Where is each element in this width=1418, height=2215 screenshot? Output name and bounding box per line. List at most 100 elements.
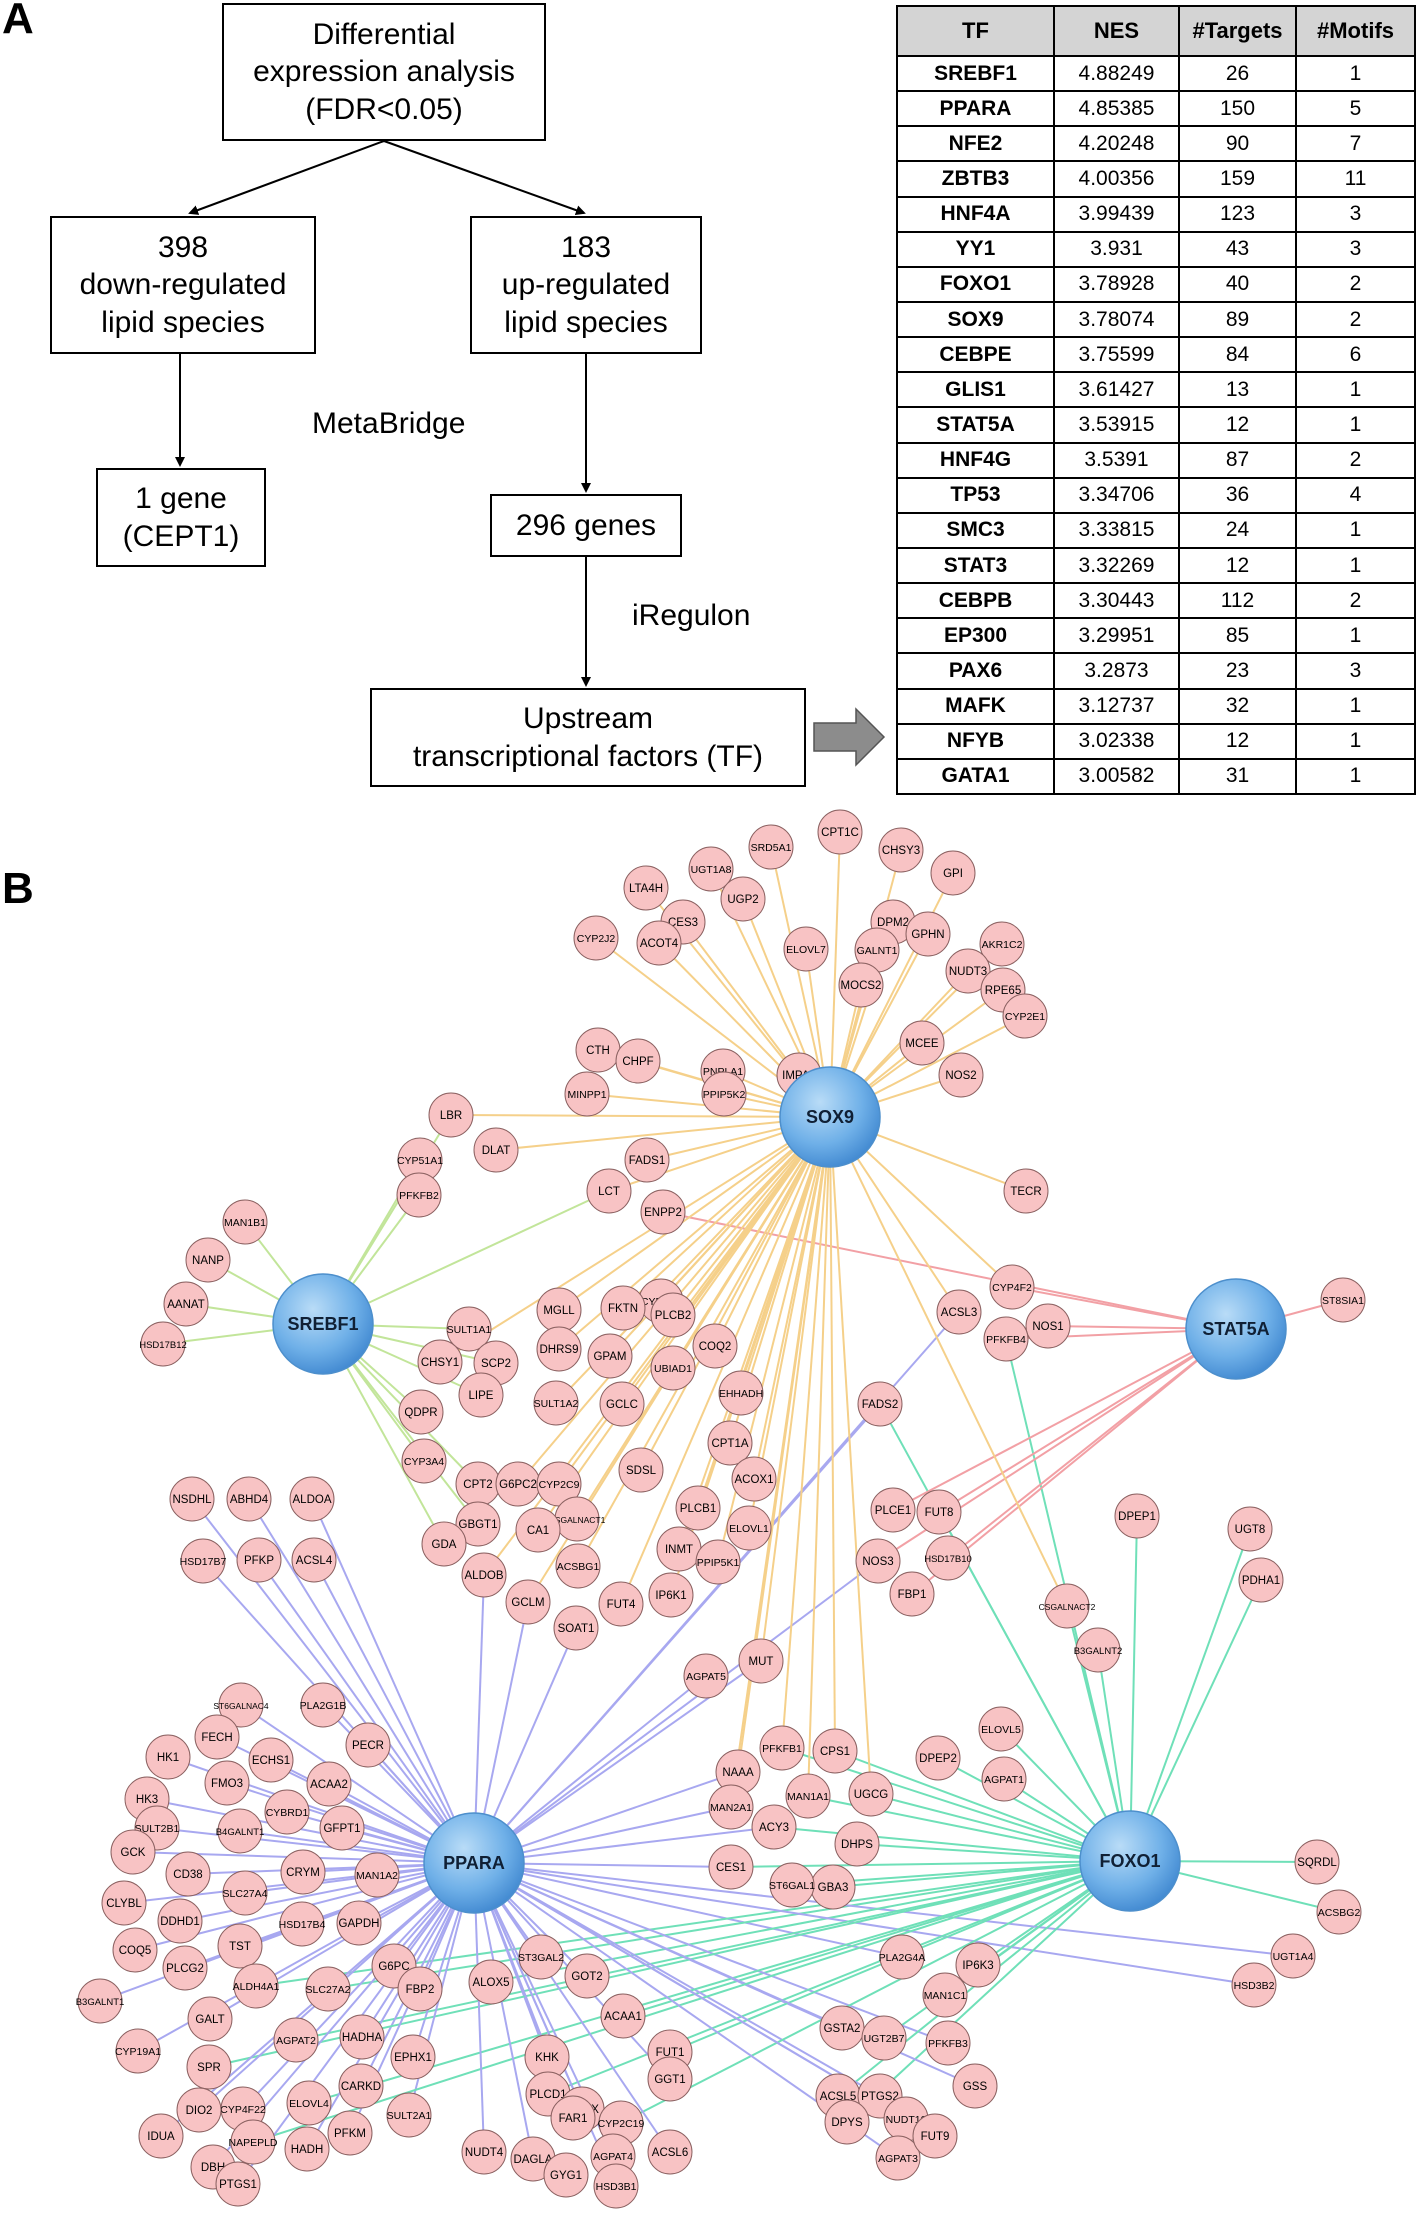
nes-cell: 3.53915: [1053, 406, 1180, 444]
de-line-3: (FDR<0.05): [305, 92, 463, 126]
gene-label: DLAT: [482, 1145, 511, 1157]
hub-label: SOX9: [806, 1107, 854, 1127]
gene-label: ALDH4A1: [233, 1981, 280, 1993]
targets-cell: 89: [1178, 300, 1297, 339]
gene-label: GYG1: [550, 2170, 582, 2182]
hub-srebf1: SREBF1: [272, 1273, 374, 1375]
gene-node: HSD17B7: [180, 1538, 227, 1584]
gene-node: CYBRD1: [264, 1789, 310, 1835]
hub-label: FOXO1: [1099, 1851, 1160, 1871]
gene-node: MAN1C1: [922, 1972, 968, 2018]
gene-node: UGCG: [848, 1771, 894, 1817]
gene-node: PFKP: [236, 1537, 282, 1583]
gene-node: FKTN: [600, 1285, 646, 1331]
gene-node: EPHX1: [390, 2034, 436, 2080]
gene-node: EHHADH: [718, 1370, 764, 1416]
gene-node: PFKM: [327, 2110, 373, 2156]
gene-node: ABHD4: [226, 1476, 272, 1522]
tf-name-cell: SMC3: [896, 511, 1055, 549]
gene-node: NAAA: [715, 1749, 761, 1795]
gene-label: NOS2: [945, 1070, 976, 1082]
gene-node: DHRS9: [536, 1326, 582, 1372]
gene-label: TECR: [1010, 1186, 1041, 1198]
gene-label: FMO3: [211, 1778, 243, 1790]
edge-foxo1-acy3: [773, 1826, 1131, 1862]
tf-name-cell: STAT3: [896, 546, 1055, 585]
gene-label: MAN1B1: [224, 1217, 266, 1229]
gene-label: GBA3: [818, 1882, 849, 1894]
gene-node: ST3GAL2: [518, 1934, 564, 1980]
tf-name-cell: EP300: [896, 617, 1055, 655]
gene-label: ENPP2: [644, 1207, 682, 1219]
upstream-tf-box: Upstream transcriptional factors (TF): [370, 688, 806, 787]
gene-node: ENPP2: [640, 1189, 686, 1235]
targets-cell: 90: [1178, 125, 1297, 163]
gene-node: CES1: [708, 1844, 754, 1890]
hub-stat5a: STAT5A: [1185, 1278, 1287, 1380]
gene-node: UGT2B7: [861, 2015, 907, 2061]
gene-label: CHSY1: [421, 1357, 459, 1369]
gene-node: GBA3: [810, 1864, 856, 1910]
gene-node: PLCE1: [870, 1487, 916, 1533]
gene-node: GOT2: [564, 1953, 610, 1999]
gene-label: CYP2E1: [1005, 1011, 1045, 1023]
motifs-cell: 11: [1295, 160, 1416, 198]
gene-label: SULT1A2: [534, 1398, 579, 1410]
gene-label: MAN1A1: [787, 1791, 829, 1803]
edge-ppara-acsl6: [473, 1862, 671, 2153]
edge-sox9-chsy1: [439, 1116, 831, 1363]
gene-label: ELOVL4: [289, 2098, 329, 2110]
gene-label: NSDHL: [173, 1494, 213, 1506]
gene-label: B3GALNT2: [1074, 1646, 1123, 1657]
gene-label: GPI: [943, 868, 963, 880]
gene-node: PFKFB4: [983, 1316, 1029, 1362]
gene-label: PLCD1: [529, 2089, 566, 2101]
gene-node: AGPAT5: [683, 1653, 729, 1699]
gene-node: DDHD1: [157, 1898, 203, 1944]
gene-node: MOCS2: [838, 962, 884, 1008]
tf-name-cell: ZBTB3: [896, 160, 1055, 198]
gene-node: TST: [217, 1923, 263, 1969]
gene-label: FADS1: [629, 1155, 665, 1167]
nes-cell: 3.2873: [1053, 652, 1180, 690]
gene-label: CHSY3: [882, 845, 920, 857]
gene-label: CA1: [527, 1525, 549, 1537]
gene-node: CYP2J2: [573, 915, 619, 961]
genes-296-label: 296 genes: [515, 508, 657, 542]
gene-node: AGPAT3: [875, 2135, 921, 2181]
gene-node: CRYM: [280, 1849, 326, 1895]
gene-node: DHPS: [834, 1821, 880, 1867]
flow-arrows: [175, 140, 886, 767]
gene-node: ALOX5: [468, 1959, 514, 2005]
edge-sox9-ugcg: [829, 1116, 872, 1795]
gene-node: SPR: [186, 2044, 232, 2090]
gene-label: DHPS: [841, 1839, 873, 1851]
gene-label: CPS1: [820, 1746, 850, 1758]
motifs-cell: 2: [1295, 265, 1416, 303]
tf-name-cell: SREBF1: [896, 54, 1055, 93]
edge-ppara-hsd3b2: [473, 1862, 1255, 1986]
targets-cell: 87: [1178, 441, 1297, 479]
gene-node: MAN2A1: [708, 1784, 754, 1830]
col-nes: NES: [1053, 5, 1180, 57]
gene-label: NAAA: [722, 1767, 754, 1779]
motifs-cell: 1: [1295, 54, 1416, 93]
gene-label: PFKFB4: [986, 1334, 1026, 1346]
gene-label: CTH: [586, 1045, 610, 1057]
gene-node: ACY3: [751, 1804, 797, 1850]
gene-label: GSS: [963, 2081, 988, 2093]
gene-node: AKR1C2: [979, 921, 1025, 967]
gene-label: FUT1: [656, 2047, 685, 2059]
edge-sox9-lbr: [450, 1114, 831, 1118]
gene-node: NOS1: [1025, 1303, 1071, 1349]
gene-label: ELOVL1: [729, 1523, 769, 1535]
gene-label: SLC27A2: [306, 1984, 351, 1996]
gene-node: CYP4F2: [989, 1264, 1035, 1310]
gene-label: HADHA: [342, 2032, 383, 2044]
gene-label: AKR1C2: [982, 939, 1023, 951]
gene-label: MAN1C1: [924, 1990, 967, 2002]
tf-name-cell: PPARA: [896, 90, 1055, 128]
